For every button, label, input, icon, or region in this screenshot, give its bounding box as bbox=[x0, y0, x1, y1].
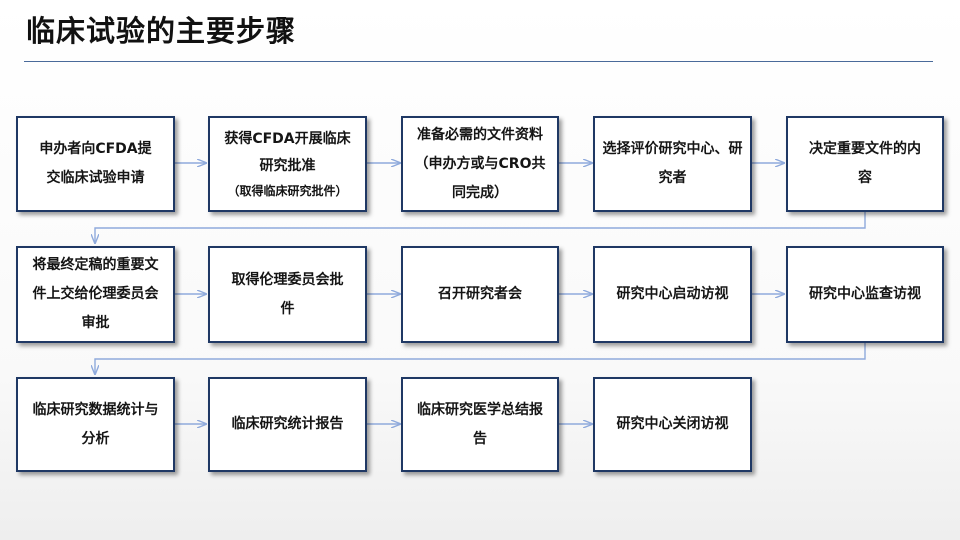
title-divider bbox=[24, 61, 933, 62]
step-prepare-documents: 准备必需的文件资料（申办方或与CRO共同完成） bbox=[401, 116, 559, 212]
step-medical-summary-report: 临床研究医学总结报告 bbox=[401, 377, 559, 472]
step-site-initiation-visit: 研究中心启动访视 bbox=[593, 246, 752, 343]
step-obtain-approval: 获得CFDA开展临床研究批准 （取得临床研究批件） bbox=[208, 116, 367, 212]
page-title: 临床试验的主要步骤 bbox=[26, 14, 297, 48]
step-label: 申办者向CFDA提交临床试验申请 bbox=[39, 141, 152, 186]
step-label: 临床研究统计报告 bbox=[231, 416, 344, 432]
step-site-closeout-visit: 研究中心关闭访视 bbox=[593, 377, 752, 472]
step-label: 研究中心监查访视 bbox=[809, 286, 921, 302]
arrow-s5-s6 bbox=[95, 212, 866, 243]
step-label: 临床研究医学总结报告 bbox=[417, 401, 543, 447]
step-ethics-approval: 取得伦理委员会批件 bbox=[208, 246, 367, 343]
step-label: 取得伦理委员会批件 bbox=[231, 271, 344, 317]
step-label: 选择评价研究中心、研究者 bbox=[602, 141, 743, 186]
step-decide-document-content: 决定重要文件的内容 bbox=[786, 116, 944, 212]
step-submit-application: 申办者向CFDA提交临床试验申请 bbox=[16, 116, 175, 212]
step-label: 召开研究者会 bbox=[438, 286, 522, 302]
step-label: 研究中心关闭访视 bbox=[616, 416, 729, 432]
step-note: （取得临床研究批件） bbox=[227, 184, 348, 198]
step-label: 研究中心启动访视 bbox=[616, 286, 729, 302]
step-label: 将最终定稿的重要文件上交给伦理委员会审批 bbox=[32, 257, 159, 331]
step-select-sites: 选择评价研究中心、研究者 bbox=[593, 116, 752, 212]
step-statistical-report: 临床研究统计报告 bbox=[208, 377, 367, 472]
arrow-s10-s11 bbox=[95, 343, 866, 374]
step-site-monitoring-visit: 研究中心监查访视 bbox=[786, 246, 944, 343]
step-label: 获得CFDA开展临床研究批准 bbox=[224, 131, 351, 174]
step-investigator-meeting: 召开研究者会 bbox=[401, 246, 559, 343]
step-data-analysis: 临床研究数据统计与分析 bbox=[16, 377, 175, 472]
step-label: 准备必需的文件资料（申办方或与CRO共同完成） bbox=[414, 126, 546, 201]
step-label: 临床研究数据统计与分析 bbox=[32, 401, 159, 447]
step-label: 决定重要文件的内容 bbox=[809, 141, 921, 186]
step-submit-to-ethics: 将最终定稿的重要文件上交给伦理委员会审批 bbox=[16, 246, 175, 343]
